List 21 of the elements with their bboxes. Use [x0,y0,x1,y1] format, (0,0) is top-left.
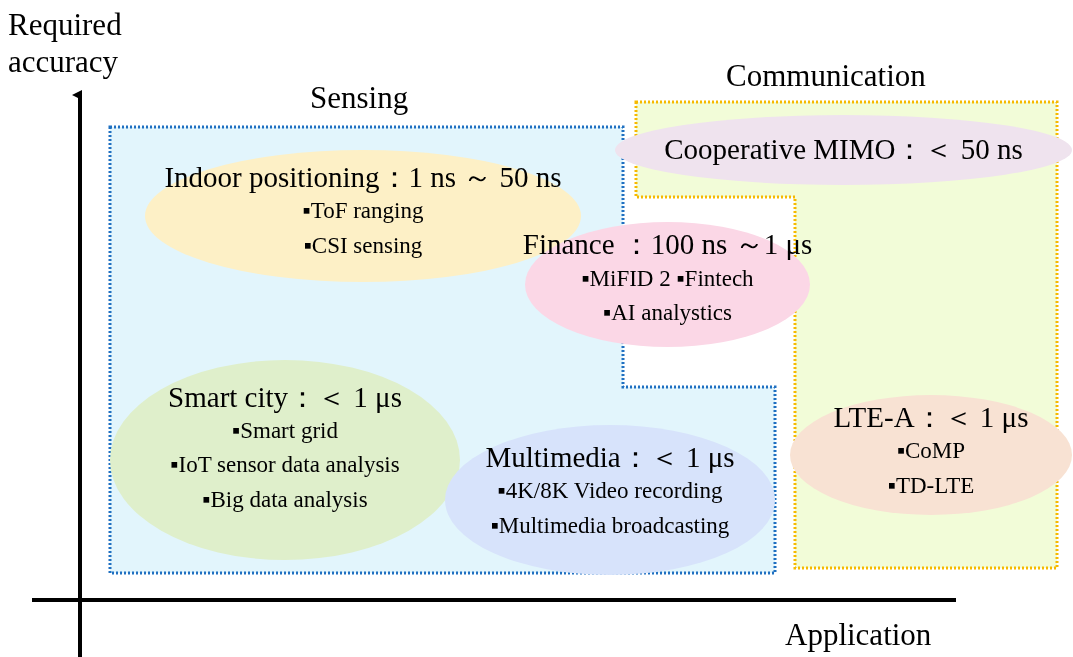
bullet-item: ▪Big data analysis [202,485,368,514]
bullet-item: ▪IoT sensor data analysis [170,451,400,480]
bullet-item: ▪AI analystics [603,299,732,328]
application-title: Indoor positioning：1 ns ～ 50 ns [164,160,562,195]
bullet-item: ▪Smart grid [232,416,338,445]
application-title: LTE-A：＜ 1 μs [833,400,1029,435]
bullet-item: ▪MiFID 2 ▪Fintech [581,264,754,293]
application-title: Multimedia：＜ 1 μs [485,440,735,475]
bullet-item: ▪4K/8K Video recording [497,477,723,506]
bullet-item: ▪CoMP [896,437,966,466]
application-title: Smart city：＜ 1 μs [168,380,402,414]
bullet-item: ▪CSI sensing [303,231,423,260]
application-title: Finance ：100 ns ～1 μs [522,228,813,262]
region-heading: Sensing [310,80,409,116]
y-axis-label: Required accuracy [8,6,123,81]
x-axis-label: Application [785,616,933,654]
region-heading: Communication [726,58,926,94]
bullet-item: ▪Multimedia broadcasting [490,511,730,540]
bullet-item: ▪TD-LTE [887,471,975,500]
application-title: Cooperative MIMO：＜ 50 ns [664,133,1023,167]
bullet-item: ▪ToF ranging [302,197,424,226]
